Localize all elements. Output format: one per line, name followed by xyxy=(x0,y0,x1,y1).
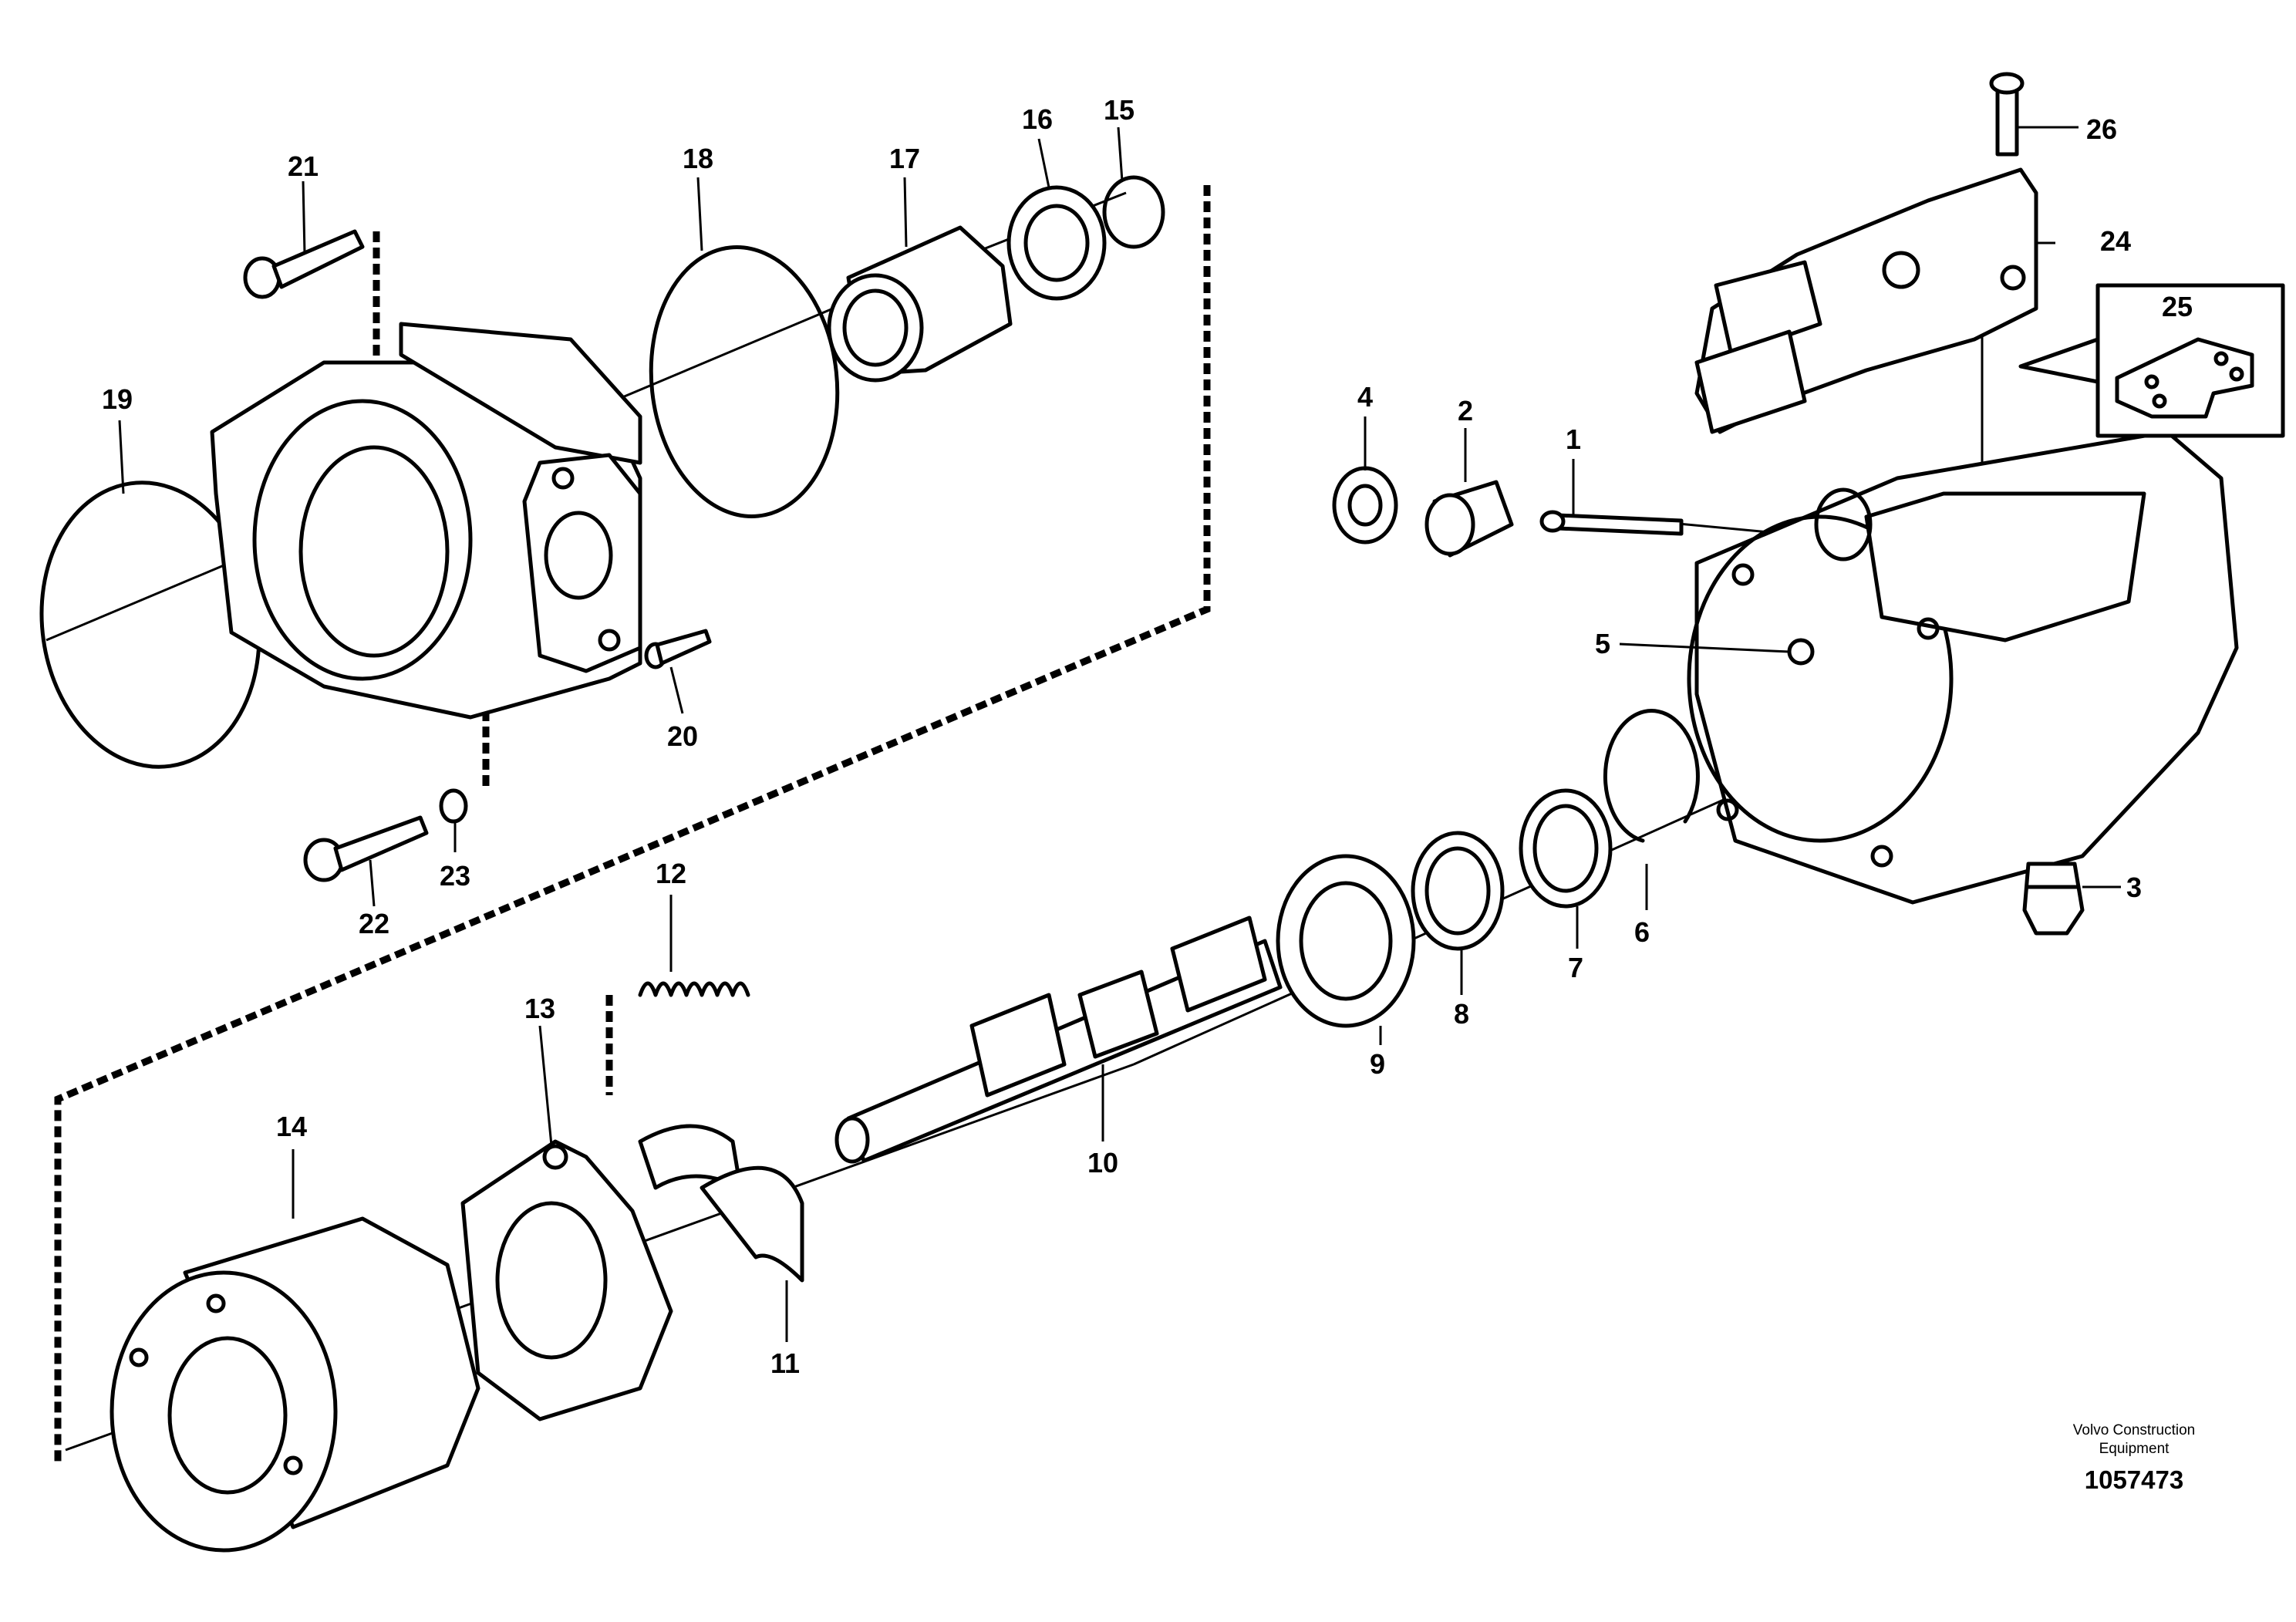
callout-17: 17 xyxy=(889,143,920,174)
part-26-screw xyxy=(1989,72,2025,157)
leader-lines xyxy=(118,126,2121,1342)
callout-8: 8 xyxy=(1454,998,1469,1030)
part-24-control-valve xyxy=(1694,167,2038,434)
callout-23: 23 xyxy=(440,860,470,892)
callout-26: 26 xyxy=(2086,113,2117,145)
callout-6: 6 xyxy=(1634,916,1650,948)
part-21-bolt xyxy=(243,229,365,299)
part-17-needle-sleeve xyxy=(827,225,1013,383)
part-10-drive-shaft xyxy=(834,916,1283,1164)
callout-5: 5 xyxy=(1595,628,1610,659)
callout-11: 11 xyxy=(770,1347,800,1379)
callout-labels: 1 2 3 4 5 6 7 8 9 10 11 12 13 14 15 16 1… xyxy=(102,94,2193,1379)
group-boundary-lines xyxy=(54,185,1211,1462)
callout-1: 1 xyxy=(1566,423,1581,455)
part-20-pin xyxy=(644,629,712,669)
part-6-circlip xyxy=(1603,709,1700,843)
callout-15: 15 xyxy=(1104,94,1135,126)
part-23-washer xyxy=(439,788,468,824)
drawing-number: 1057473 xyxy=(2085,1465,2183,1494)
callout-19: 19 xyxy=(102,383,133,415)
part-16-bearing xyxy=(1006,185,1107,301)
part-11-bearing-shells xyxy=(638,1124,804,1283)
part-25-gasket-inset xyxy=(2018,283,2285,438)
part-22-bolt xyxy=(303,815,429,882)
callout-22: 22 xyxy=(359,908,389,939)
callout-3: 3 xyxy=(2126,872,2142,903)
part-14-cylinder-drum xyxy=(110,1216,480,1553)
part-15-retaining-ring xyxy=(1102,175,1165,249)
callout-10: 10 xyxy=(1087,1147,1118,1179)
callout-14: 14 xyxy=(276,1111,307,1142)
callout-24: 24 xyxy=(2100,225,2131,257)
end-cover-flange xyxy=(210,322,642,720)
part-1-pin xyxy=(1539,510,1684,536)
callout-9: 9 xyxy=(1370,1048,1385,1080)
part-8-spacer-ring xyxy=(1411,831,1505,951)
drawing-footer: Volvo Construction Equipment 1057473 xyxy=(2073,1422,2195,1494)
part-9-ball-bearing xyxy=(1276,854,1416,1028)
part-7-shaft-seal xyxy=(1519,788,1613,909)
part-4-plug xyxy=(1332,466,1398,545)
callout-18: 18 xyxy=(683,143,713,174)
callout-16: 16 xyxy=(1022,103,1053,135)
pump-housing xyxy=(1687,430,2239,905)
part-18-o-ring xyxy=(649,245,840,518)
callout-12: 12 xyxy=(656,858,686,889)
callout-2: 2 xyxy=(1458,395,1473,427)
brand-line-1: Volvo Construction xyxy=(2073,1422,2195,1438)
part-13-swash-plate xyxy=(460,1139,673,1421)
callout-21: 21 xyxy=(288,150,319,182)
part-2-piston xyxy=(1424,480,1514,558)
brand-line-2: Equipment xyxy=(2099,1441,2170,1457)
callout-25: 25 xyxy=(2162,291,2193,322)
callout-7: 7 xyxy=(1568,952,1583,983)
callout-4: 4 xyxy=(1357,381,1373,413)
part-3-fitting xyxy=(2022,862,2085,936)
part-12-spring xyxy=(638,981,750,997)
callout-13: 13 xyxy=(524,993,555,1024)
callout-20: 20 xyxy=(667,720,698,752)
